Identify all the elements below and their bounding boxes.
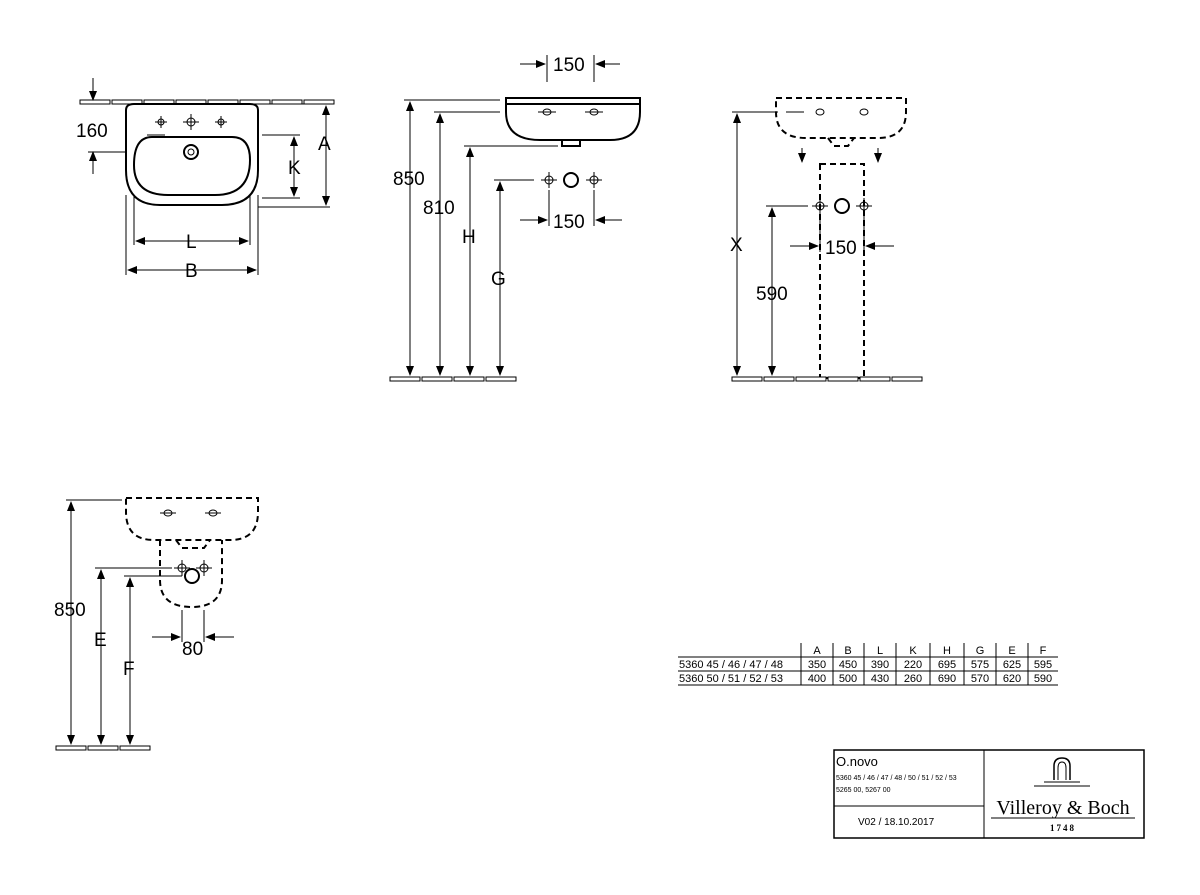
brand-name: Villeroy & Boch xyxy=(996,797,1129,819)
water-connection-icon xyxy=(541,172,557,188)
pedestal-view: X 590 150 xyxy=(730,97,923,382)
table-header: K xyxy=(909,645,917,657)
water-connection-right-icon xyxy=(586,172,602,188)
top-view: 160 A K L B xyxy=(76,78,335,282)
water-connection-icon xyxy=(174,560,190,576)
dim-80: 80 xyxy=(182,639,203,660)
tap-hole-right-icon xyxy=(215,116,227,128)
table-cell: 260 xyxy=(904,673,922,685)
label-b: B xyxy=(185,261,198,282)
wall-strip xyxy=(79,99,335,105)
dim-160: 160 xyxy=(76,121,108,142)
label-h: H xyxy=(462,227,476,248)
basin-front-outline xyxy=(505,97,641,141)
table-cell: 695 xyxy=(938,659,956,671)
table-cell: 590 xyxy=(1034,673,1052,685)
dim-850: 850 xyxy=(54,600,86,621)
table-header: L xyxy=(877,645,883,657)
basin-dashed-outline xyxy=(775,97,907,139)
semi-pedestal-outline xyxy=(159,540,223,609)
table-cell: 390 xyxy=(871,659,889,671)
table-cell: 220 xyxy=(904,659,922,671)
label-e: E xyxy=(94,630,107,651)
product-name: O.novo xyxy=(836,754,878,769)
semi-pedestal-view: 850 E F 80 xyxy=(54,497,259,751)
label-x: X xyxy=(730,235,743,256)
table-cell: 575 xyxy=(971,659,989,671)
brand-logo-icon xyxy=(1034,757,1090,787)
pedestal-outline xyxy=(819,163,865,379)
basin-dashed-outline xyxy=(125,497,259,541)
waste-connection-icon xyxy=(184,568,200,584)
dim-850: 850 xyxy=(393,169,425,190)
dim-590: 590 xyxy=(756,284,788,305)
table-header: A xyxy=(813,645,821,657)
table-cell: 350 xyxy=(808,659,826,671)
water-connection-icon xyxy=(812,198,828,214)
article-numbers: 5360 45 / 46 / 47 / 48 / 50 / 51 / 52 / … xyxy=(836,775,957,782)
dimension-table: A B L K H G E F 5360 45 / 46 / 47 / 48 3… xyxy=(678,643,1058,686)
floor-strip xyxy=(55,745,151,751)
table-header: B xyxy=(844,645,851,657)
version-date: V02 / 18.10.2017 xyxy=(858,817,935,828)
floor-strip xyxy=(731,376,923,382)
table-cell: 450 xyxy=(839,659,857,671)
table-header: F xyxy=(1040,645,1047,657)
table-header: G xyxy=(976,645,985,657)
table-cell: 625 xyxy=(1003,659,1021,671)
table-row-model: 5360 45 / 46 / 47 / 48 xyxy=(679,659,783,671)
table-cell: 570 xyxy=(971,673,989,685)
label-a: A xyxy=(318,134,331,155)
water-connection-right-icon xyxy=(856,198,872,214)
label-k: K xyxy=(288,158,301,179)
floor-strip xyxy=(389,376,517,382)
dim-810: 810 xyxy=(423,198,455,219)
title-block: O.novo 5360 45 / 46 / 47 / 48 / 50 / 51 … xyxy=(833,749,1145,839)
waste-connection-icon xyxy=(563,172,579,188)
accessory-numbers: 5265 00, 5267 00 xyxy=(836,787,891,794)
table-cell: 690 xyxy=(938,673,956,685)
basin-bowl xyxy=(132,136,252,196)
label-l: L xyxy=(186,232,197,253)
waste-outlet-icon xyxy=(183,144,199,160)
water-connection-right-icon xyxy=(196,560,212,576)
table-cell: 620 xyxy=(1003,673,1021,685)
tap-hole-icon xyxy=(183,114,199,130)
basin-outline xyxy=(125,103,259,206)
dim-150-top: 150 xyxy=(553,55,585,76)
table-cell: 430 xyxy=(871,673,889,685)
table-header: E xyxy=(1008,645,1015,657)
table-row-model: 5360 50 / 51 / 52 / 53 xyxy=(679,673,783,685)
tap-hole-left-icon xyxy=(155,116,167,128)
table-cell: 400 xyxy=(808,673,826,685)
waste-connection-icon xyxy=(834,198,850,214)
table-header: H xyxy=(943,645,951,657)
brand-year: 1748 xyxy=(1050,823,1076,833)
table-cell: 500 xyxy=(839,673,857,685)
label-f: F xyxy=(123,659,135,680)
dim-150: 150 xyxy=(825,238,857,259)
front-view: 150 850 810 H G xyxy=(389,55,641,382)
label-g: G xyxy=(491,269,506,290)
table-cell: 595 xyxy=(1034,659,1052,671)
dim-150-bottom: 150 xyxy=(553,212,585,233)
